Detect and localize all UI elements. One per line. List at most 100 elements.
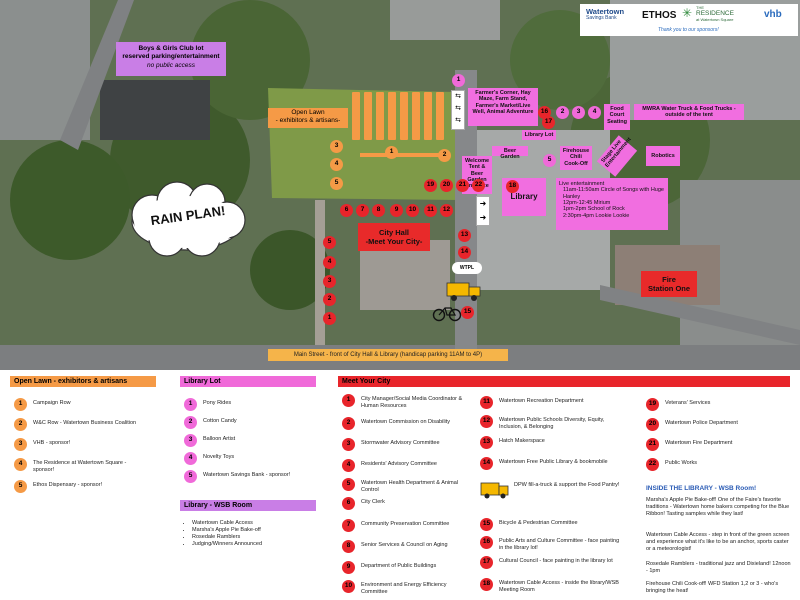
city-hall: City Hall -Meet Your City- [358,223,430,251]
map-background [0,0,800,370]
legend-library-lot-number: 2 [184,416,197,429]
legend-open-lawn-header: Open Lawn - exhibitors & artisans [10,376,156,387]
boys-girls-title: Boys & Girls Club lot [138,45,204,52]
legend-meet-city-number: 4 [342,459,355,472]
city-marker-3: 3 [323,275,336,288]
legend-meet-city-item: 11 Watertown Recreation Department [480,396,630,409]
legend-open-lawn-number: 4 [14,458,27,471]
legend-meet-city-number: 3 [342,438,355,451]
legend-library-wsb-header: Library - WSB Room [180,500,316,511]
legend-library-lot-text: Cotton Candy [203,418,237,424]
legend-library-wsb-item: Rosedale Ramblers [192,534,322,541]
legend-meet-city-text: Veterans' Services [665,400,711,406]
city-marker-17: 17 [542,116,555,129]
legend-meet-city-text: Watertown Cable Access - inside the libr… [499,580,619,593]
lawn-stall [436,92,444,140]
legend-library-lot-number: 4 [184,452,197,465]
legend-open-lawn-number: 1 [14,398,27,411]
live-entertainment-list: 11am-11:50am Circle of Songs with Huge H… [559,187,665,219]
rain-plan-cloud-icon [131,181,246,257]
legend-meet-city-number: 12 [480,415,493,428]
legend-meet-city-item: 13 Hatch Makerspace [480,436,630,449]
legend-meet-city-number: 7 [342,519,355,532]
legend-open-lawn-number: 3 [14,438,27,451]
legend-meet-city-item: 19 Veterans' Services [646,398,786,411]
legend-meet-city-number: 15 [480,518,493,531]
fire-station-line2: Station One [647,284,691,293]
farmers-corner: Farmer's Corner, Hay Maze, Farm Stand, F… [468,88,538,126]
live-entertainment-item: 12pm-12:45 Mirium [563,199,611,206]
food-court-seating: Food Court Seating [604,104,630,130]
sponsor-residence-logo: THE RESIDENCE at Watertown Square [696,5,734,22]
lawn-stall [388,92,396,140]
library-lot-label: Library Lot [522,130,556,140]
legend-open-lawn-text: Campaign Row [33,400,71,406]
fire-station-line1: Fire [662,275,676,284]
city-marker-1: 1 [323,312,336,325]
legend-dpw-text: DPW fill-a-truck & support the Food Pant… [514,482,620,488]
legend-meet-city-text: Watertown Public Schools Diversity, Equi… [499,417,605,430]
lawn-stall [424,92,432,140]
city-marker-21: 21 [456,179,469,192]
robotics: Robotics [646,146,680,166]
legend-meet-city-text: Cultural Council - face painting in the … [499,558,613,564]
sponsor-watertown-line1: Watertown [586,7,625,16]
legend-meet-city-text: Senior Services & Council on Aging [361,542,448,548]
legend-meet-city-header: Meet Your City [338,376,790,387]
legend-meet-city-item: 15 Bicycle & Pedestrian Committee [480,518,630,531]
legend-meet-city-text: Watertown Health Department & Animal Con… [361,480,459,493]
legend-meet-city-number: 20 [646,418,659,431]
city-marker-20: 20 [440,179,453,192]
legend-library-lot-item: 2 Cotton Candy [184,416,324,429]
library-lot-marker-1: 1 [452,74,465,87]
sponsor-residence-line1: THE [696,5,704,10]
legend-meet-city-text: Hatch Makerspace [499,438,545,444]
boys-girls-subtitle: reserved parking/entertainment [122,53,220,61]
legend-meet-city-number: 17 [480,556,493,569]
open-lawn-subtitle: - exhibitors & artisans- [275,117,341,125]
boys-girls-club-lot: Boys & Girls Club lot reserved parking/e… [116,42,226,76]
sponsor-vhb-logo: vhb [764,9,782,20]
legend-meet-city-text: Watertown Police Department [665,420,738,426]
live-entertainment-item: 2:30pm-4pm Lookie Lookie [563,212,630,219]
legend-library-lot-text: Novelty Toys [203,454,235,460]
beer-garden: Beer Garden [492,146,528,160]
legend-meet-city-number: 11 [480,396,493,409]
legend-meet-city-item: 12 Watertown Public Schools Diversity, E… [480,415,620,431]
sponsor-bar: Watertown Savings Bank ETHOS ✳ THE RESID… [580,4,798,36]
city-marker-2: 2 [323,293,336,306]
main-street-label: Main Street - front of City Hall & Libra… [268,349,508,361]
entrance-arrows: ⇆⇆⇆ [451,90,465,130]
aerial-map: Watertown Savings Bank ETHOS ✳ THE RESID… [0,0,800,370]
city-marker-10: 10 [406,204,419,217]
city-marker-5: 5 [323,236,336,249]
lawn-marker-5: 5 [330,177,343,190]
legend-open-lawn-number: 2 [14,418,27,431]
sponsor-watertown-savings-logo: Watertown Savings Bank [586,8,624,21]
city-marker-13: 13 [458,229,471,242]
legend-library-lot-text: Balloon Artist [203,436,236,442]
legend-meet-city-text: City Clerk [361,499,385,505]
lawn-stall [412,92,420,140]
legend-meet-city-item: 16 Public Arts and Culture Committee - f… [480,536,620,552]
city-marker-18: 18 [506,180,519,193]
city-hall-subtitle: -Meet Your City- [365,237,423,246]
library-lot-marker-5: 5 [543,154,556,167]
legend-open-lawn-text: W&C Row - Watertown Business Coalition [33,420,137,426]
lawn-marker-3: 3 [330,140,343,153]
legend-meet-city-item: 9 Department of Public Buildings [342,561,472,574]
city-hall-title: City Hall [378,228,409,237]
city-marker-12: 12 [440,204,453,217]
legend-library-lot-item: 5 Watertown Savings Bank - sponsor! [184,470,324,483]
legend-meet-city-number: 13 [480,436,493,449]
legend-meet-city-text: City Manager/Social Media Coordinator & … [361,396,463,409]
legend-meet-city-text: Watertown Recreation Department [499,398,584,404]
legend-meet-city-item: 8 Senior Services & Council on Aging [342,540,472,553]
legend-meet-city-text: Community Preservation Committee [361,521,450,527]
sponsor-thanks: Thank you to our sponsors! [658,27,719,33]
legend-meet-city-item: 3 Stormwater Advisory Committee [342,438,472,451]
legend-library-lot-item: 1 Pony Rides [184,398,324,411]
legend-meet-city-item: 20 Watertown Police Department [646,418,786,431]
lawn-stall [376,92,384,140]
legend-meet-city-number: 21 [646,438,659,451]
